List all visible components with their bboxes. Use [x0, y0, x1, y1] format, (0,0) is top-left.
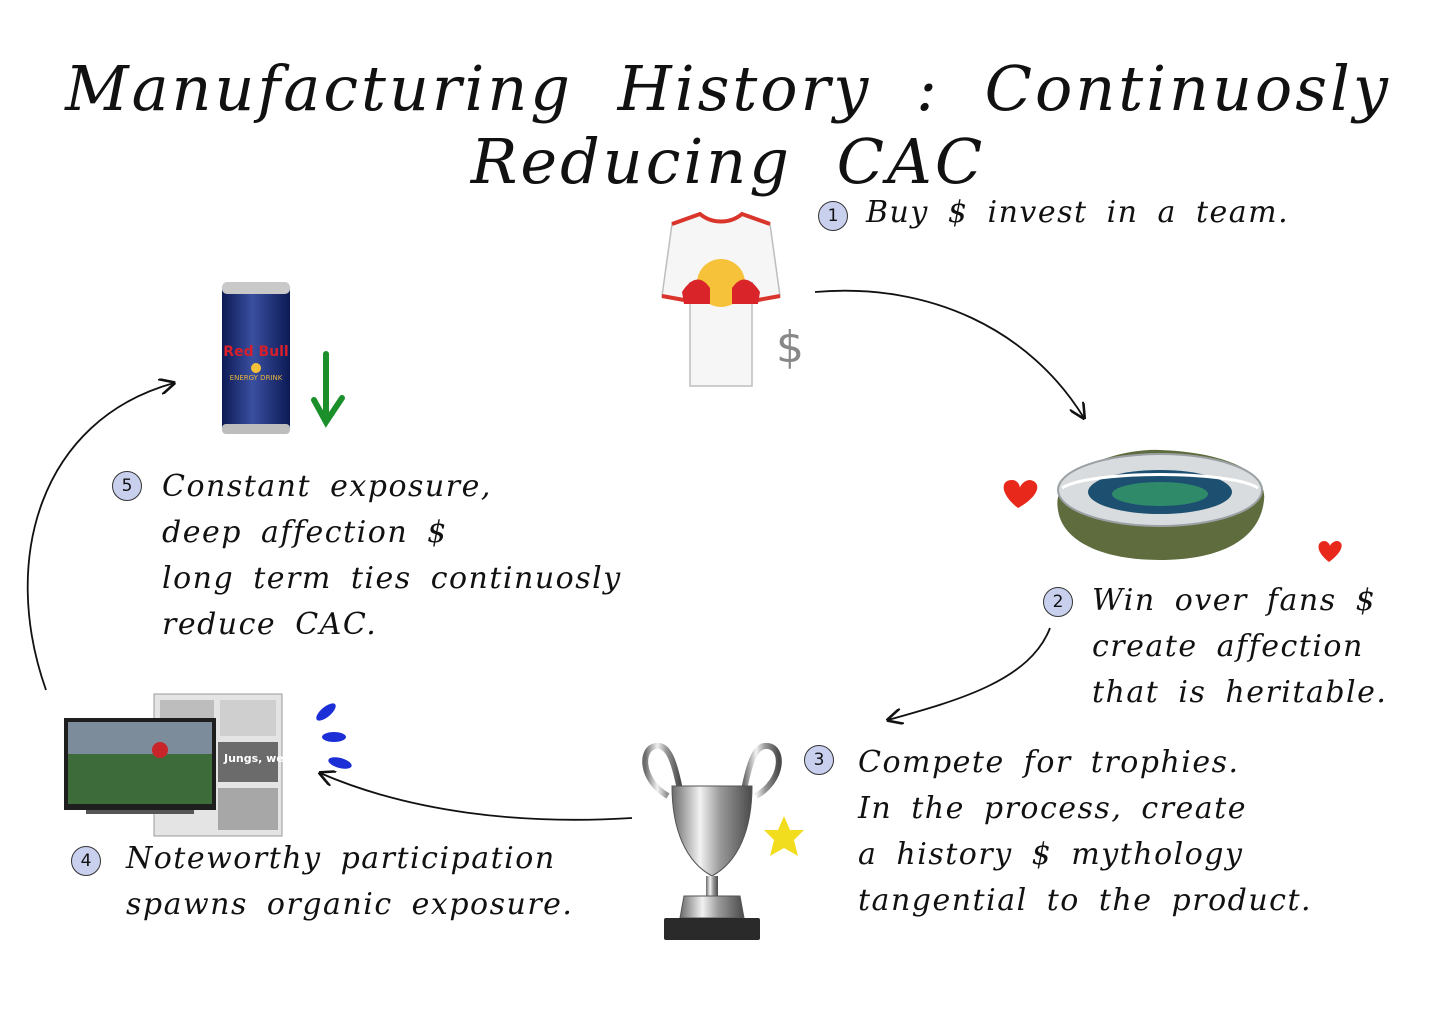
step-1-note: Buy $ invest in a team. [866, 190, 1289, 236]
step-3-line: tangential to the product. [858, 883, 1313, 918]
step-3-note: Compete for trophies. In the process, cr… [858, 740, 1312, 924]
step-1-line: Buy $ invest in a team. [866, 195, 1290, 230]
step-2-line: that is heritable. [1092, 675, 1388, 710]
step-5-line: reduce CAC. [162, 607, 378, 642]
step-2-badge: 2 [1043, 587, 1073, 617]
step-4-line: Noteworthy participation [126, 841, 556, 876]
trophy-icon [642, 742, 782, 940]
page-title: Manufacturing History : Continuosly Redu… [65, 52, 1391, 198]
arrow-1-to-2 [814, 289, 1084, 418]
step-3-line: In the process, create [858, 791, 1247, 826]
step-5-note: Constant exposure, deep affection $ long… [162, 464, 622, 648]
step-5-badge: 5 [112, 471, 142, 501]
step-4-badge: 4 [71, 846, 101, 876]
heart-icon [1003, 480, 1038, 508]
arrow-2-to-3 [888, 627, 1051, 720]
step-3-line: Compete for trophies. [858, 745, 1240, 780]
jersey-icon [661, 211, 781, 387]
step-3-line: a history $ mythology [858, 837, 1244, 872]
blue-marks-icon [316, 703, 352, 769]
step-4-note: Noteworthy participation spawns organic … [126, 836, 573, 928]
step-2-line: Win over fans $ [1092, 583, 1377, 618]
arrow-3-to-4 [320, 773, 633, 821]
stadium-icon [1057, 449, 1265, 560]
arrow-4-to-5 [26, 383, 174, 691]
newspaper-headline: Jungs, we love you [223, 752, 340, 765]
tv-icon [64, 718, 216, 814]
step-3-badge: 3 [804, 745, 834, 775]
star-icon [764, 816, 804, 856]
dollar-icon: $ [776, 322, 804, 373]
step-4-line: spawns organic exposure. [126, 887, 574, 922]
can-subtext: ENERGY DRINK [230, 374, 283, 382]
heart-icon [1318, 541, 1342, 562]
energy-can-icon: Red Bull ENERGY DRINK [222, 282, 290, 434]
can-logo: Red Bull [223, 344, 288, 360]
step-2-note: Win over fans $ create affection that is… [1092, 578, 1387, 716]
step-2-line: create affection [1092, 629, 1364, 664]
step-5-line: deep affection $ [162, 515, 448, 550]
step-1-badge: 1 [818, 201, 848, 231]
step-5-line: long term ties continuosly [162, 561, 622, 596]
down-arrow-icon [311, 351, 345, 428]
step-5-line: Constant exposure, [162, 469, 492, 504]
